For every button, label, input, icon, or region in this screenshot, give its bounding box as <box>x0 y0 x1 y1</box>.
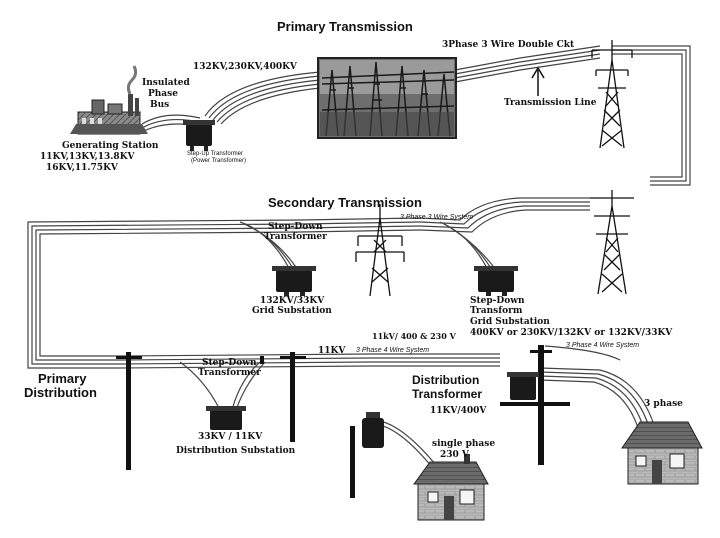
label-transmission-line: Transmission Line <box>504 98 597 108</box>
label-insulated-1: Insulated <box>142 78 190 88</box>
label-single-phase-1: single phase <box>432 439 496 449</box>
distribution-poles <box>116 345 570 498</box>
generating-station-icon <box>70 65 148 135</box>
label-dist-sub-2: Distribution Substation <box>176 446 296 456</box>
distribution-transformer-icon <box>507 372 539 400</box>
label-step-up-2: (Power Transformer) <box>191 158 247 164</box>
three-phase-house-icon <box>621 421 703 485</box>
label-step-down-transform-1: Step-Down <box>470 296 525 306</box>
pole-transformer-icon <box>362 412 384 448</box>
distribution-substation-icon <box>206 406 246 430</box>
label-generating-station: Generating Station <box>62 141 159 151</box>
label-step-down2-1: Step-Down <box>202 358 257 368</box>
label-gen-voltage-1: 11KV,13KV,13.8KV <box>40 152 135 162</box>
transmission-tower-2-icon <box>590 190 634 295</box>
label-grid-sub-2: Grid Substation <box>252 306 332 316</box>
title-primary-distribution-1: Primary <box>38 371 87 386</box>
label-three-phase-double: 3Phase 3 Wire Double Ckt <box>442 40 575 50</box>
label-step-down-transform-3: Grid Substation <box>470 317 550 327</box>
label-three-phase-four-wire-right: 3 Phase 4 Wire System <box>566 342 640 349</box>
label-step-down-1: Step-Down <box>268 222 323 232</box>
title-primary-transmission: Primary Transmission <box>277 19 413 34</box>
title-distribution-transformer-2: Transformer <box>412 387 483 401</box>
label-single-phase-2: 230 V <box>440 450 469 460</box>
secondary-tower-icon <box>355 204 405 297</box>
label-three-phase-four-wire-mid: 3 Phase 4 Wire System <box>356 347 430 354</box>
label-eleven-kv: 11KV <box>318 346 346 356</box>
transmission-line-arrow <box>531 66 545 96</box>
label-step-up-1: Step-Up Transformer <box>187 151 244 157</box>
title-primary-distribution-2: Distribution <box>24 385 97 400</box>
label-grid-sub-1: 132KV/33KV <box>260 296 325 306</box>
single-phase-house-icon <box>413 454 489 521</box>
label-step-down2-2: Transformer <box>198 368 261 378</box>
label-dist-voltage: 11kV/ 400 & 230 V <box>372 331 456 341</box>
transmission-tower-1-icon <box>591 40 633 149</box>
label-three-phase-three-wire: 3 Phase 3 Wire System <box>400 214 474 221</box>
label-insulated-3: Bus <box>150 100 170 110</box>
title-distribution-transformer-1: Distribution <box>412 373 480 387</box>
label-dist-sub-1: 33KV / 11KV <box>198 432 263 442</box>
label-tx-voltages: 132KV,230KV,400KV <box>193 62 297 72</box>
transmission-substation-image <box>317 57 457 139</box>
grid-substation-right-icon <box>474 266 518 296</box>
step-up-transformer-icon <box>183 120 215 151</box>
title-secondary-transmission: Secondary Transmission <box>268 195 422 210</box>
label-insulated-2: Phase <box>148 89 178 99</box>
label-three-phase: 3 phase <box>644 399 683 409</box>
label-dist-tx-voltage: 11KV/400V <box>430 406 487 416</box>
label-grid-voltage: 400KV or 230KV/132KV or 132KV/33KV <box>470 328 673 338</box>
label-step-down-transform-2: Transform <box>470 306 523 316</box>
label-gen-voltage-2: 16KV,11.75KV <box>46 163 118 173</box>
grid-substation-132-33-icon <box>272 266 316 296</box>
label-step-down-2: Transformer <box>264 232 327 242</box>
